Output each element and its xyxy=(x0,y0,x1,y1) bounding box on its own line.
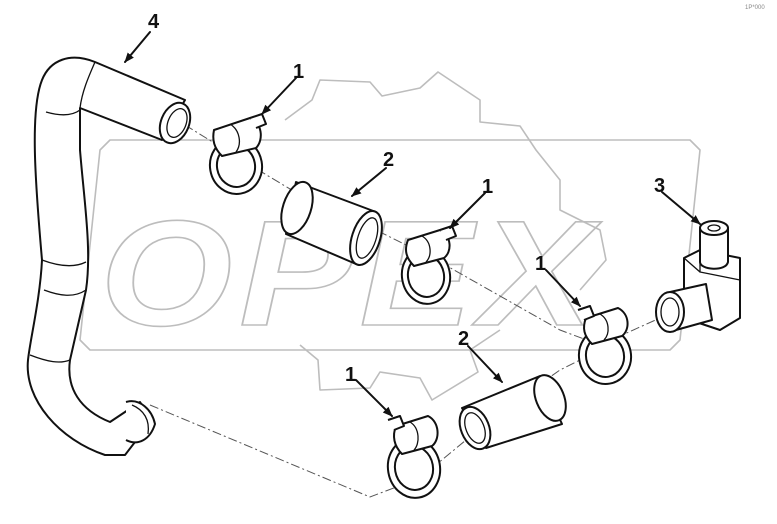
hose-clamp-part-1a xyxy=(208,113,267,195)
callout-1-clamp-d: 1 xyxy=(345,364,356,386)
hose-sleeve-part-2a xyxy=(280,180,383,266)
callout-1-clamp-c: 1 xyxy=(535,253,546,275)
callout-4: 4 xyxy=(148,11,160,33)
callout-3-elbow: 3 xyxy=(654,175,665,197)
gear-watermark-icon xyxy=(284,71,607,401)
hose-clamp-part-1b xyxy=(400,225,457,305)
watermark-frame xyxy=(79,139,701,351)
callout-leaders xyxy=(124,31,701,417)
hose-clamp-part-1c xyxy=(577,305,633,385)
elbow-fitting-part-3 xyxy=(655,220,741,333)
bent-hose-part-4 xyxy=(26,56,192,456)
callout-labels: 4 1 2 1 3 1 2 1 xyxy=(148,11,665,386)
callout-2-sleeve-a: 2 xyxy=(383,149,394,171)
callout-1-clamp-a: 1 xyxy=(293,61,304,83)
callout-2-sleeve-b: 2 xyxy=(458,328,469,350)
hose-sleeve-part-2b xyxy=(458,374,567,451)
callout-1-clamp-b: 1 xyxy=(482,176,493,198)
hose-clamp-part-1d xyxy=(386,415,442,499)
corner-code: 1P*000 xyxy=(745,5,765,11)
